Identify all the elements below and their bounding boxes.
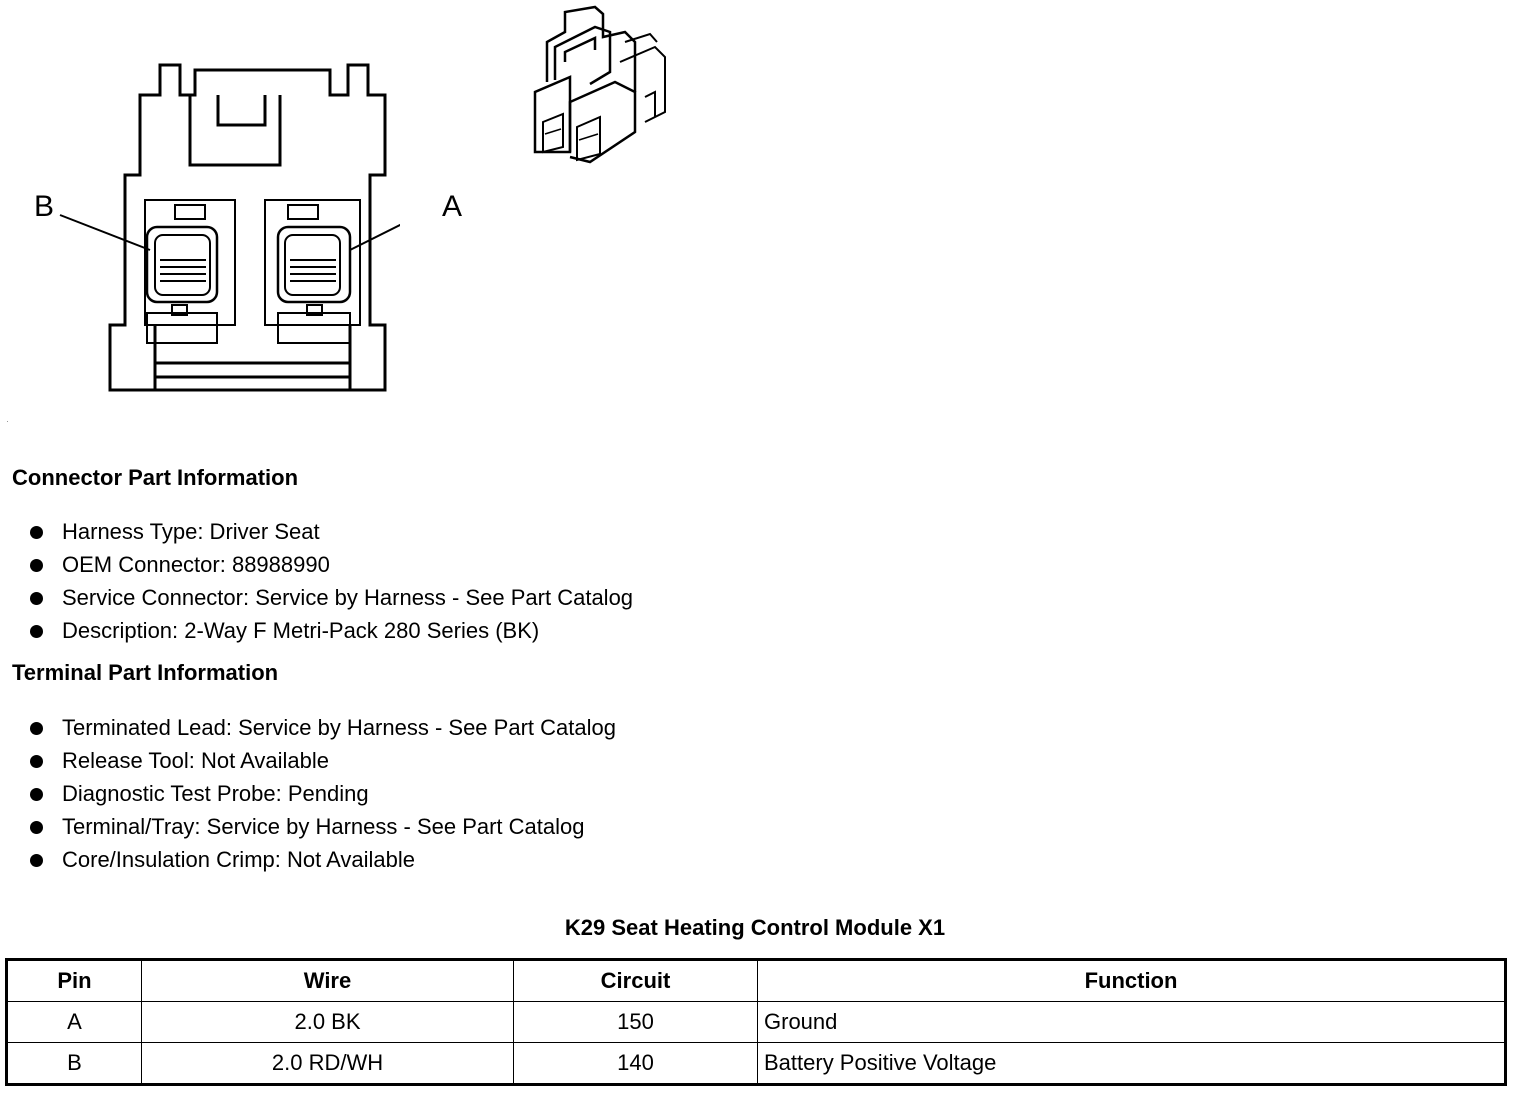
connector-part-info-heading: Connector Part Information (12, 465, 299, 490)
pin-label-b: B (34, 190, 55, 223)
bullet-icon (30, 788, 43, 801)
connector-face-view-drawing (59, 63, 400, 392)
bullet-icon (30, 722, 43, 735)
bullet-icon (30, 854, 43, 867)
connector-part-info-list: Harness Type: Driver Seat OEM Connector:… (28, 517, 633, 649)
pinout-table-title: K29 Seat Heating Control Module X1 (564, 915, 946, 940)
terminal-part-info-heading: Terminal Part Information (12, 660, 279, 685)
pinout-table: Pin Wire Circuit Function A 2.0 BK 150 G… (5, 958, 1507, 1086)
cell-pin: B (6, 1042, 142, 1085)
pin-label-a: A (442, 190, 463, 223)
bullet-icon (30, 755, 43, 768)
cell-wire: 2.0 RD/WH (141, 1042, 514, 1085)
table-row: B 2.0 RD/WH 140 Battery Positive Voltage (6, 1042, 1506, 1085)
list-item: Diagnostic Test Probe: Pending (28, 779, 616, 812)
cell-function: Battery Positive Voltage (757, 1042, 1506, 1085)
cell-pin: A (6, 1001, 142, 1043)
table-header-row: Pin Wire Circuit Function (6, 959, 1506, 1002)
cell-wire: 2.0 BK (141, 1001, 514, 1043)
cell-circuit: 140 (513, 1042, 758, 1085)
bullet-icon (30, 559, 43, 572)
column-header-function: Function (757, 959, 1506, 1002)
bullet-icon (30, 592, 43, 605)
list-item: Release Tool: Not Available (28, 746, 616, 779)
bullet-icon (30, 821, 43, 834)
cell-circuit: 150 (513, 1001, 758, 1043)
list-item: OEM Connector: 88988990 (28, 550, 633, 583)
list-item: Service Connector: Service by Harness - … (28, 583, 633, 616)
bullet-icon (30, 625, 43, 638)
list-item: Terminal/Tray: Service by Harness - See … (28, 812, 616, 845)
list-item: Harness Type: Driver Seat (28, 517, 633, 550)
bullet-icon (30, 526, 43, 539)
table-row: A 2.0 BK 150 Ground (6, 1001, 1506, 1043)
column-header-circuit: Circuit (513, 959, 758, 1002)
connector-isometric-drawing (533, 5, 666, 164)
list-item: Core/Insulation Crimp: Not Available (28, 845, 616, 878)
speck (7, 421, 8, 422)
column-header-pin: Pin (6, 959, 142, 1002)
column-header-wire: Wire (141, 959, 514, 1002)
terminal-part-info-list: Terminated Lead: Service by Harness - Se… (28, 713, 616, 878)
cell-function: Ground (757, 1001, 1506, 1043)
list-item: Description: 2-Way F Metri-Pack 280 Seri… (28, 616, 633, 649)
list-item: Terminated Lead: Service by Harness - Se… (28, 713, 616, 746)
